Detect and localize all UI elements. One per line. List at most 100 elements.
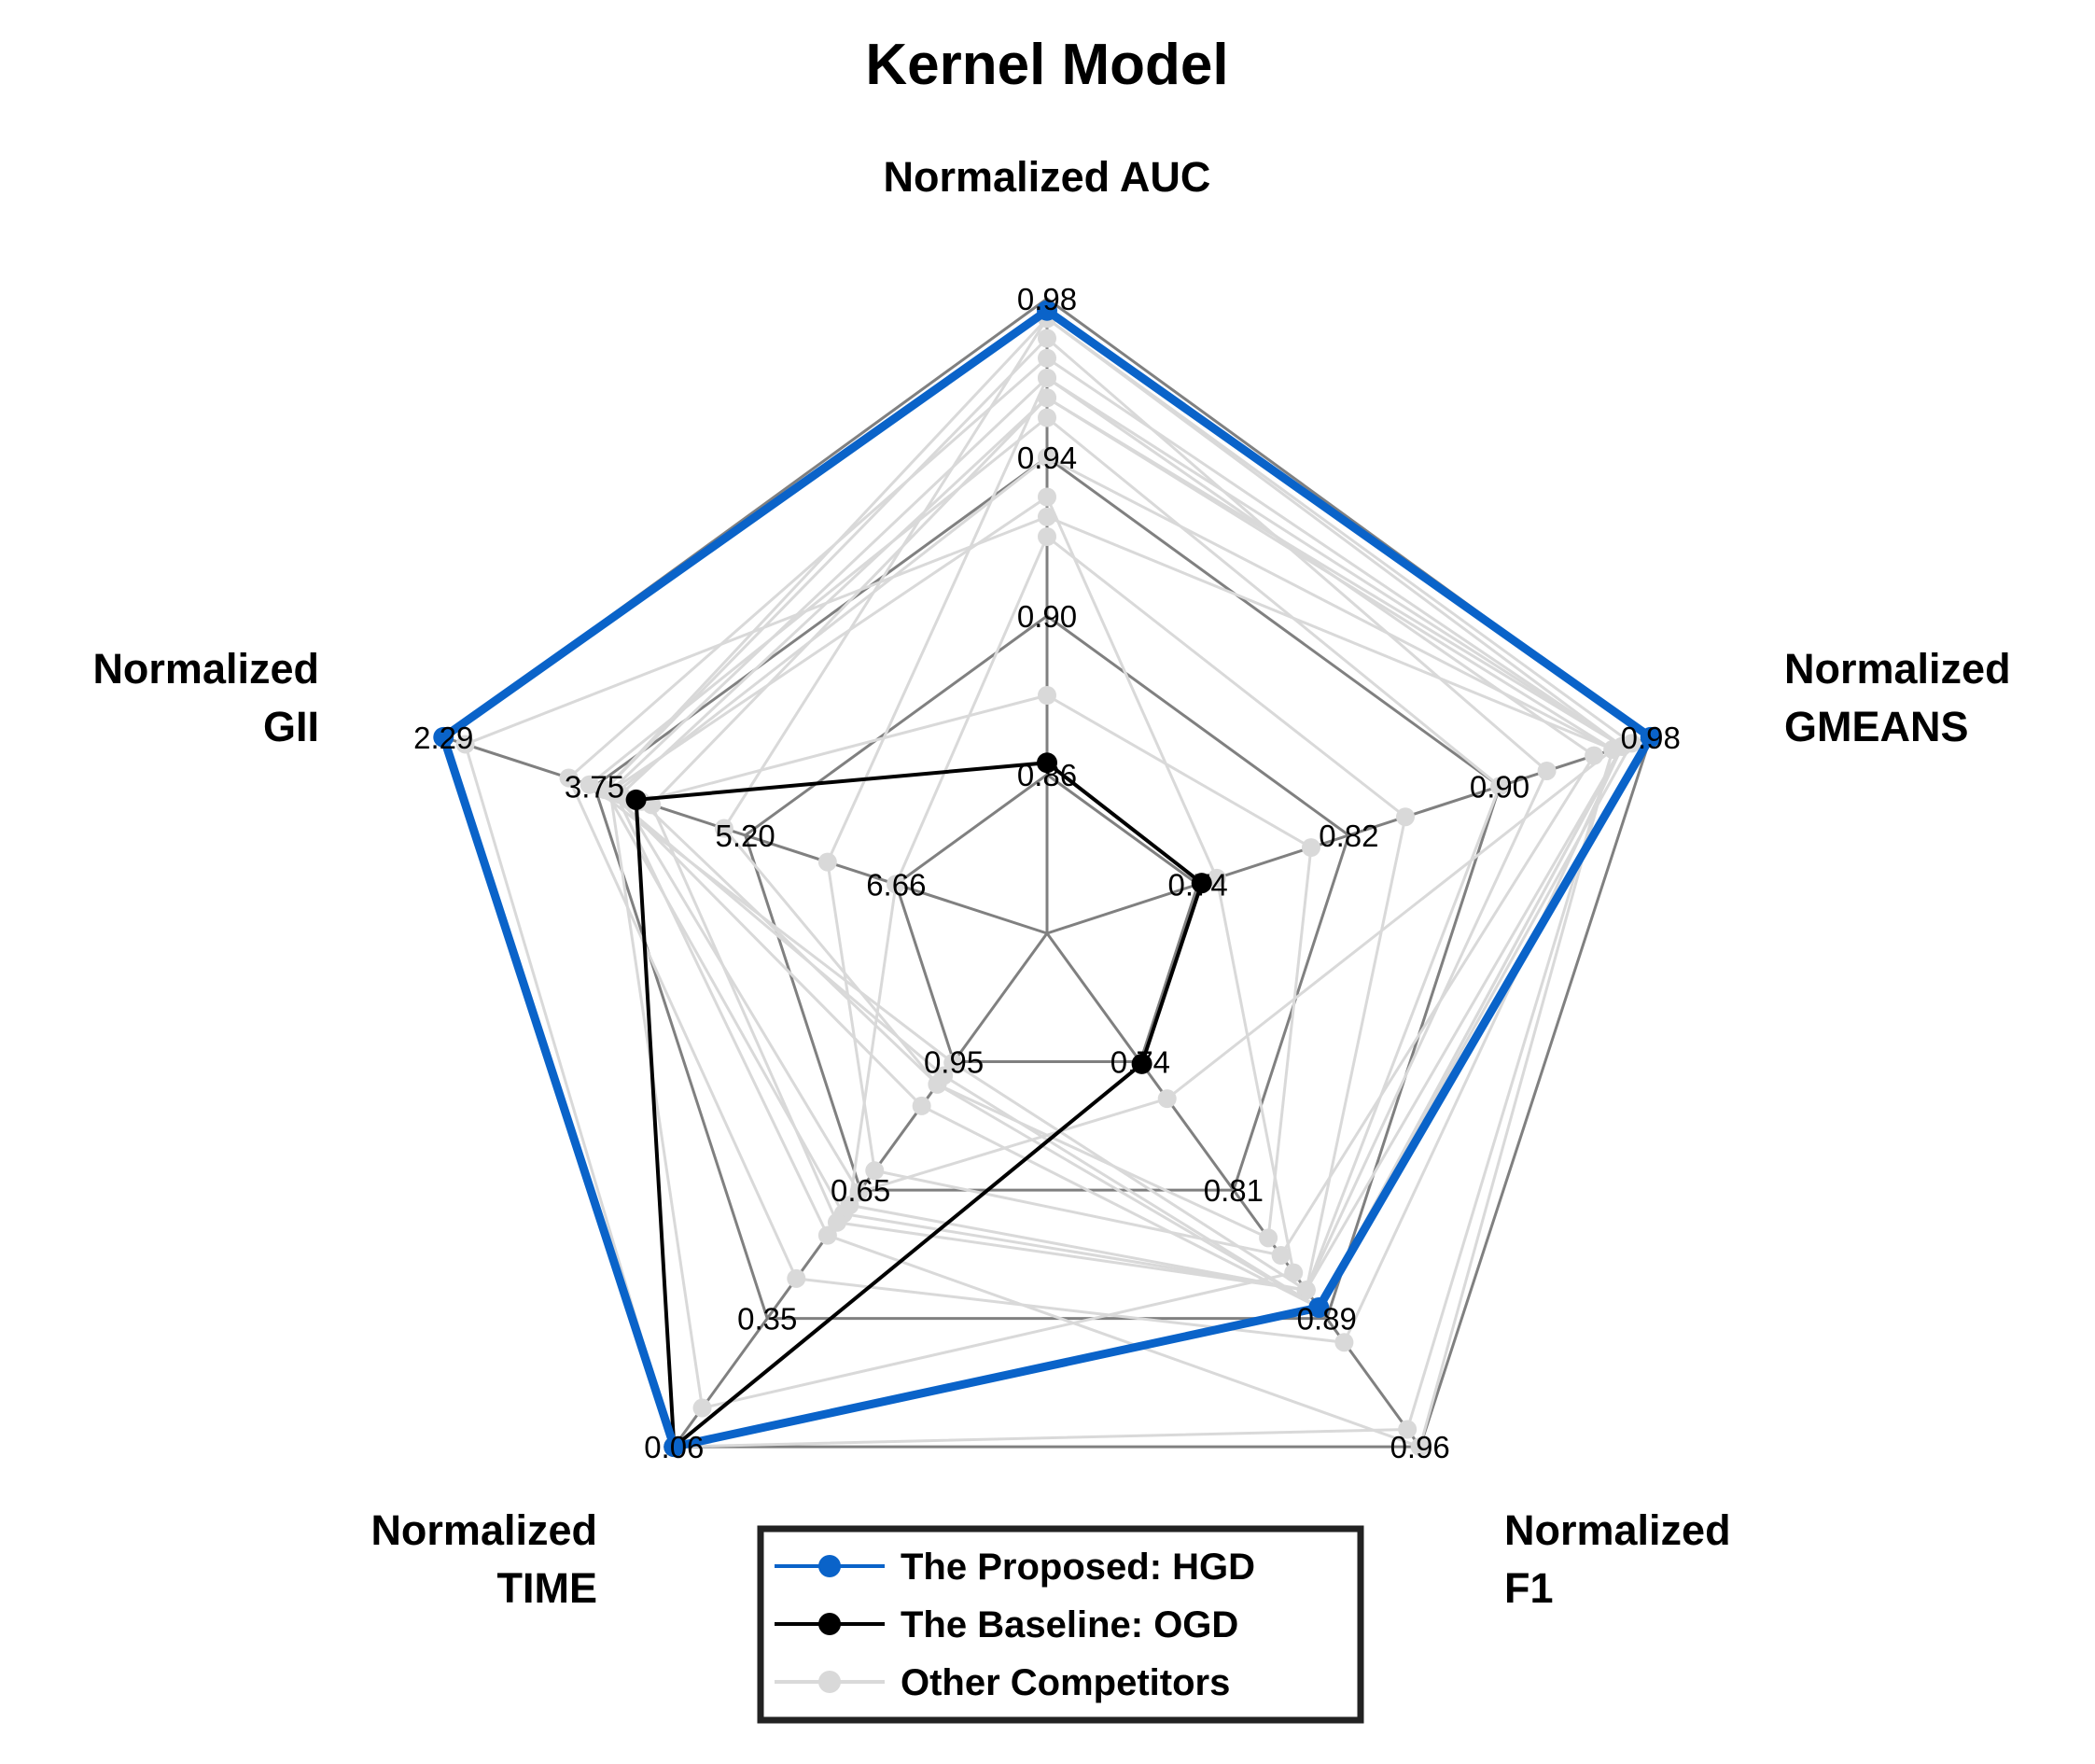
tick-label-axis2-2: 0.82 — [1319, 819, 1378, 853]
other-series-11-point-1 — [1038, 369, 1056, 387]
tick-label-axis4-2: 0.65 — [831, 1173, 890, 1208]
tick-label-axis5-3: 3.75 — [565, 769, 624, 804]
axis-title-3-line-1: Normalized — [1504, 1506, 1731, 1554]
other-series-7-point-1 — [1038, 487, 1056, 507]
tick-label-axis3-1: 0.74 — [1110, 1045, 1170, 1080]
tick-label-axis1-1: 0.86 — [1017, 758, 1077, 792]
other-series-5-point-4 — [849, 1183, 869, 1202]
other-series-11-point-5 — [817, 852, 837, 872]
other-series-group — [455, 309, 1641, 1457]
other-series-2-point-3 — [1334, 1333, 1354, 1352]
legend-label-3: Other Competitors — [901, 1662, 1230, 1703]
other-series-9-line — [613, 455, 1615, 1449]
tick-label-axis2-4: 0.98 — [1621, 721, 1681, 755]
other-series-14-point-5 — [595, 780, 615, 800]
other-series-3-point-1 — [1038, 329, 1056, 348]
tick-label-axis5-1: 6.66 — [866, 867, 926, 902]
other-series-9-point-3 — [1410, 1437, 1430, 1457]
baseline-series-15-point-3 — [1131, 1053, 1152, 1074]
axis-title-4-line-2: TIME — [497, 1564, 598, 1612]
other-series-5-line — [619, 396, 1615, 1195]
other-series-12-line — [649, 396, 1625, 1292]
other-series-2-point-4 — [787, 1268, 806, 1288]
tick-label-axis3-4: 0.96 — [1390, 1430, 1450, 1464]
tick-label-axis5-2: 5.20 — [716, 819, 775, 853]
other-series-13-line — [847, 534, 1407, 1293]
proposed-series-16-point-5 — [433, 726, 454, 748]
other-series-13-point-3 — [1296, 1281, 1316, 1300]
other-series-8-line — [638, 693, 1313, 1240]
baseline-series-15-point-2 — [1191, 873, 1212, 894]
chart-title: Kernel Model — [865, 33, 1228, 97]
other-series-11-point-2 — [1585, 746, 1604, 765]
other-series-14-point-4 — [934, 1066, 954, 1085]
other-series-13-point-5 — [887, 875, 906, 894]
other-series-8-point-2 — [1301, 838, 1320, 858]
main-series-group — [433, 300, 1661, 1458]
proposed-series-16-point-4 — [663, 1436, 685, 1458]
grid-spoke-3 — [1045, 932, 1421, 1449]
other-series-8-point-1 — [1038, 686, 1056, 705]
other-series-6-point-1 — [1038, 408, 1056, 427]
baseline-series-15-point-5 — [625, 789, 647, 810]
other-series-7-line — [608, 495, 1295, 1410]
axis-title-3-line-2: F1 — [1504, 1564, 1554, 1612]
other-series-1-point-5 — [455, 735, 475, 754]
other-series-3-point-2 — [1537, 761, 1557, 780]
other-series-12-point-1 — [1038, 388, 1056, 408]
proposed-series-16-point-1 — [1037, 300, 1057, 321]
other-series-12-point-4 — [827, 1212, 846, 1232]
proposed-series-16-line — [438, 305, 1656, 1452]
other-series-9-point-4 — [817, 1225, 837, 1245]
baseline-series-15-point-1 — [1037, 752, 1057, 774]
other-series-1-point-3 — [1398, 1420, 1418, 1439]
other-series-9-point-1 — [1038, 448, 1056, 467]
tick-label-axis1-3: 0.94 — [1017, 441, 1077, 475]
other-series-2-line — [566, 356, 1625, 1344]
grid-ring-2 — [743, 614, 1351, 1192]
other-series-7-point-2 — [1207, 868, 1226, 888]
grid-ring-3 — [593, 455, 1501, 1321]
other-series-7-point-4 — [692, 1398, 712, 1418]
other-series-7-point-3 — [1284, 1263, 1304, 1282]
tick-label-axis5-4: 2.29 — [413, 721, 473, 755]
other-series-14-line — [603, 316, 1625, 1310]
other-series-4-line — [608, 376, 1625, 1309]
axis-title-4-line-1: Normalized — [370, 1506, 597, 1554]
tick-label-axis2-1: 0.74 — [1168, 867, 1228, 902]
tick-label-axis3-3: 0.89 — [1297, 1302, 1357, 1337]
other-series-13-point-1 — [1038, 527, 1056, 546]
grid-ring-1 — [894, 773, 1200, 1064]
axis-title-2-line-1: Normalized — [1784, 645, 2011, 693]
baseline-series-15-line — [634, 761, 1205, 1451]
axis-title-2-line-2: GMEANS — [1784, 703, 1969, 750]
other-series-1-line — [463, 515, 1615, 1449]
tick-label-axis4-3: 0.35 — [737, 1302, 797, 1337]
axis-title-1-line-1: Normalized AUC — [884, 153, 1211, 201]
tick-labels: 0.86 0.90 0.94 0.98 0.74 0.82 0.90 0.98 0.74 0.81… — [413, 282, 1681, 1464]
proposed-series-16-point-3 — [1308, 1296, 1330, 1318]
other-series-11-point-4 — [865, 1161, 885, 1181]
tick-label-axis1-2: 0.90 — [1017, 599, 1077, 634]
other-series-6-point-4 — [943, 1053, 963, 1072]
legend-marker-1 — [818, 1555, 841, 1577]
legend-marker-3 — [818, 1671, 841, 1693]
other-series-4-point-4 — [912, 1096, 931, 1115]
tick-label-axis1-4: 0.98 — [1017, 282, 1077, 316]
other-series-6-point-5 — [580, 775, 599, 794]
tick-label-axis3-2: 0.81 — [1204, 1173, 1264, 1208]
other-series-8-point-3 — [1259, 1228, 1278, 1248]
tick-label-axis2-3: 0.90 — [1470, 769, 1529, 804]
other-series-14-point-2 — [1613, 736, 1632, 756]
legend-marker-2 — [818, 1613, 841, 1635]
tick-label-axis4-4: 0.06 — [644, 1430, 704, 1464]
other-series-6-point-2 — [1490, 777, 1510, 796]
axis-title-5-line-1: Normalized — [92, 645, 319, 693]
